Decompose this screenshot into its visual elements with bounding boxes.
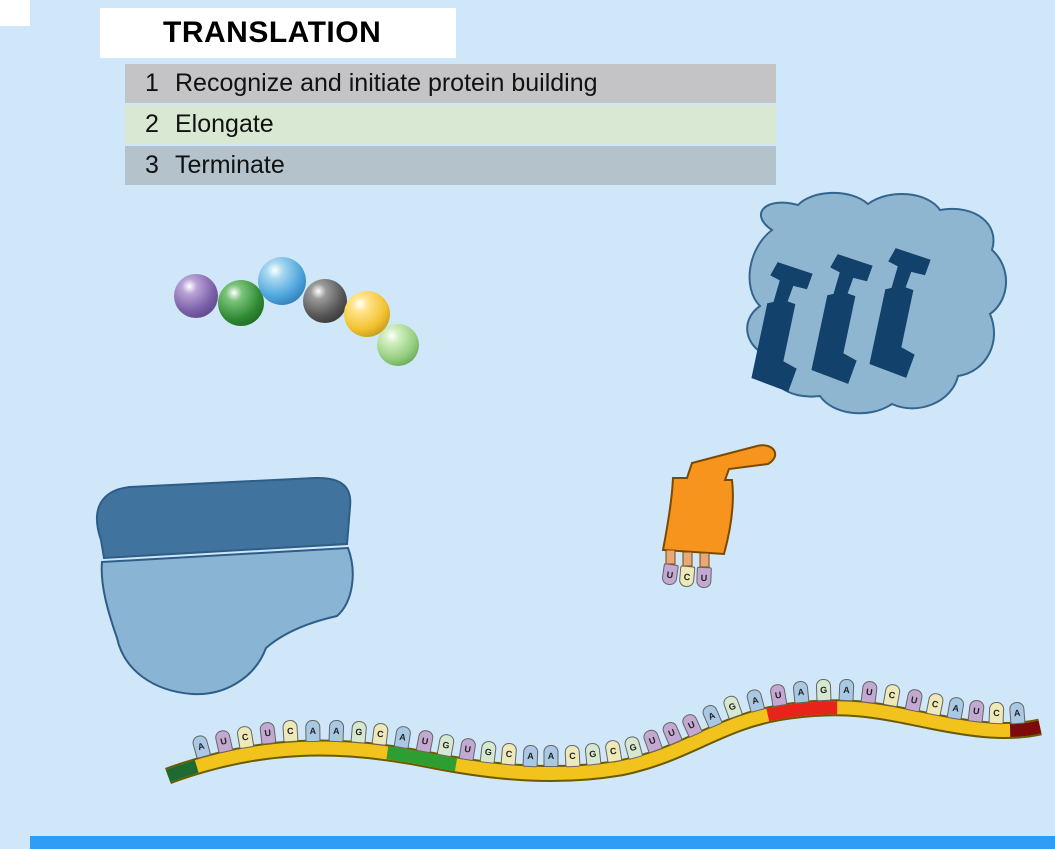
trna-anticodon-stem (665, 549, 676, 565)
trna-molecule (661, 444, 777, 556)
mrna-nucleotide: U (768, 683, 787, 708)
mrna-nucleotide: C (564, 744, 581, 767)
step-item-2[interactable]: 2 Elongate (125, 105, 776, 144)
mrna-nucleotide: A (838, 679, 855, 702)
mrna-nucleotide: A (1008, 701, 1025, 725)
mrna-nucleotide: A (791, 680, 809, 704)
top-left-corner (0, 0, 30, 26)
step-number: 2 (145, 110, 159, 138)
mrna-nucleotide: C (500, 742, 518, 766)
amino-acid-bead (258, 257, 306, 305)
step-item-1[interactable]: 1 Recognize and initiate protein buildin… (125, 64, 776, 103)
step-number: 1 (145, 69, 159, 97)
mrna-nucleotide: U (967, 699, 986, 723)
mrna-nucleotide: A (522, 744, 539, 767)
title-box: TRANSLATION (100, 8, 456, 58)
amino-acid-bead (303, 279, 347, 323)
mrna-nucleotide: C (988, 701, 1005, 725)
mrna-nucleotide: U (860, 680, 879, 705)
amino-acid-bead (218, 280, 264, 326)
mrna-nucleotide: A (305, 719, 321, 742)
step-item-3[interactable]: 3 Terminate (125, 146, 776, 185)
step-label: Recognize and initiate protein building (175, 69, 598, 97)
mrna-nucleotide: U (458, 736, 477, 761)
mrna-nucleotide: G (815, 679, 832, 702)
mrna-nucleotide: G (350, 720, 367, 744)
ribosome-large-subunit (96, 476, 352, 560)
trna-anticodon-stem (699, 552, 710, 568)
mrna-nucleotide: U (259, 721, 277, 746)
steps-list: 1 Recognize and initiate protein buildin… (125, 64, 776, 187)
amino-acid-bead (174, 274, 218, 318)
bottom-bar (30, 836, 1055, 849)
trna-anticodon-stem (682, 551, 693, 567)
mrna-ribbon (165, 701, 1042, 783)
ribosome-small-subunit (100, 546, 354, 696)
step-label: Elongate (175, 110, 274, 138)
page-title: TRANSLATION (163, 16, 382, 49)
step-label: Terminate (175, 151, 285, 179)
mrna-nucleotide: A (543, 745, 559, 768)
anticodon-nucleotide: U (696, 566, 712, 589)
mrna-nucleotide: A (328, 719, 344, 743)
mrna-nucleotide: G (479, 740, 498, 764)
amino-acid-bead (377, 324, 419, 366)
mrna-nucleotide: C (282, 720, 299, 743)
mrna-nucleotide: G (584, 742, 602, 766)
step-number: 3 (145, 151, 159, 179)
